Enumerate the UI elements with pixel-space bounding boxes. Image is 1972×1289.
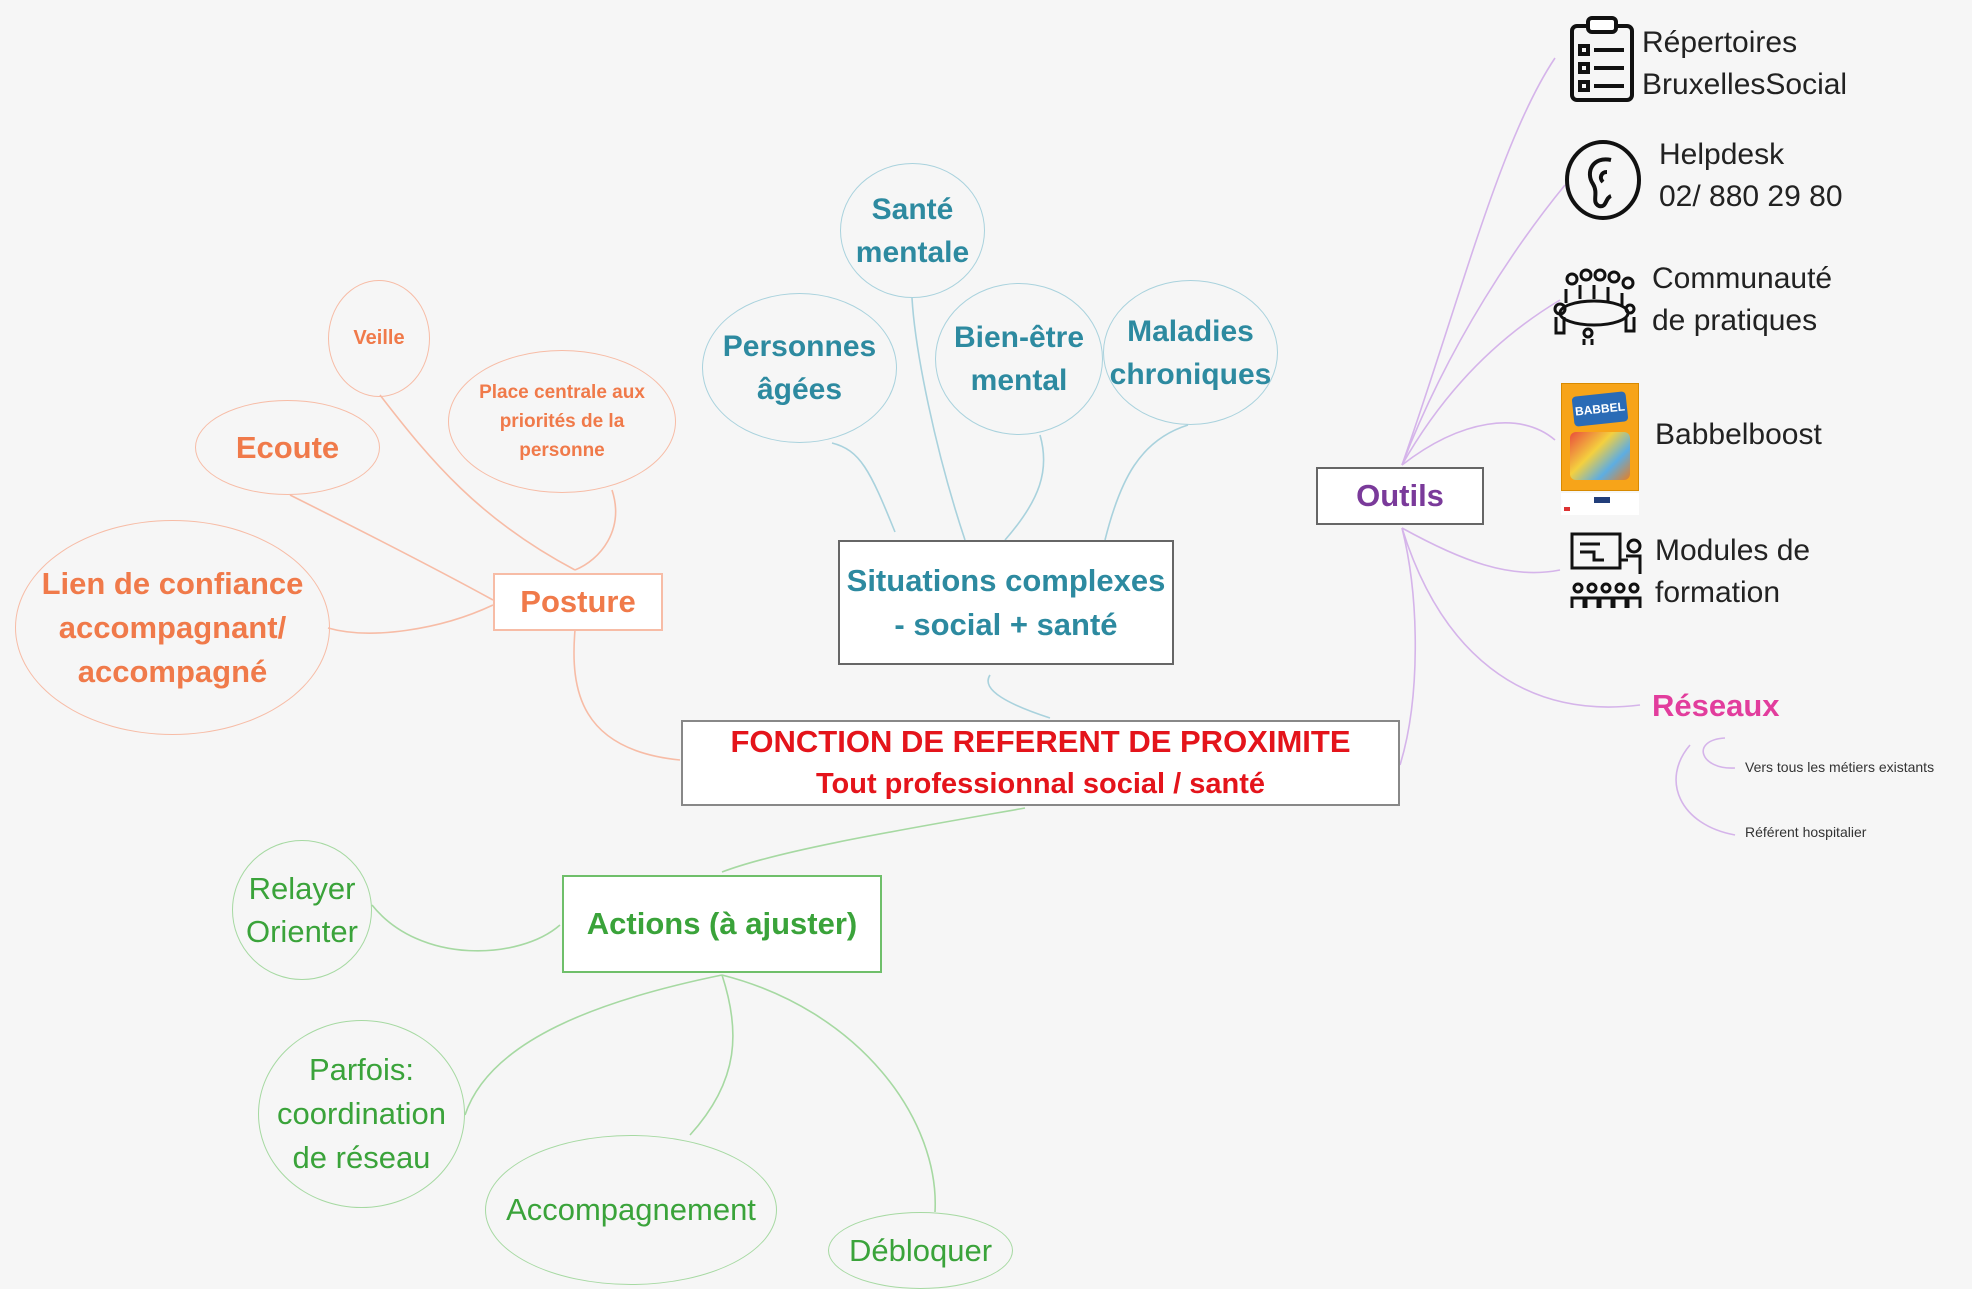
babbelboost-label[interactable]: Babbelboost <box>1655 418 1822 451</box>
parfois-coordination-node[interactable]: Parfois: coordination de réseau <box>258 1020 465 1208</box>
link-situations-sante <box>911 297 966 541</box>
clipboard-list-icon <box>1570 16 1634 102</box>
repertoires-label[interactable]: Répertoires BruxellesSocial <box>1642 26 1848 101</box>
communaute-label[interactable]: Communauté de pratiques <box>1652 262 1833 337</box>
link-posture-veille <box>379 394 576 571</box>
posture-node[interactable]: Posture <box>493 573 663 631</box>
situations-complexes-node[interactable]: Situations complexes - social + santé <box>838 540 1174 665</box>
ecoute-node[interactable]: Ecoute <box>195 400 380 495</box>
babbel-cover-illustration <box>1570 432 1630 480</box>
outils-node[interactable]: Outils <box>1316 467 1484 525</box>
reseaux-node[interactable]: Réseaux <box>1652 688 1780 723</box>
modules-formation-label[interactable]: Modules de formation <box>1655 534 1811 609</box>
central-node[interactable]: FONCTION DE REFERENT DE PROXIMITE Tout p… <box>681 720 1400 806</box>
babbel-cover-footer <box>1561 493 1639 515</box>
link-central-posture <box>573 629 681 761</box>
babbel-cover-title: BABBEL <box>1571 391 1629 427</box>
babbel-book-cover: BABBEL <box>1561 383 1639 491</box>
sante-mentale-node[interactable]: Santé mentale <box>840 163 985 298</box>
bien-etre-mental-node[interactable]: Bien-être mental <box>935 283 1103 435</box>
actions-node[interactable]: Actions (à ajuster) <box>562 875 882 973</box>
link-outils-repertoires <box>1401 57 1556 466</box>
accompagnement-node[interactable]: Accompagnement <box>485 1135 777 1285</box>
link-central-situations <box>987 674 1051 719</box>
link-posture-place <box>574 489 617 571</box>
training-presentation-icon <box>1570 532 1642 608</box>
veille-node[interactable]: Veille <box>328 280 430 397</box>
relayer-orienter-node[interactable]: Relayer Orienter <box>232 840 372 980</box>
link-actions-parfois <box>464 974 723 1116</box>
link-situations-maladies <box>1104 424 1189 541</box>
link-outils-babbel <box>1401 422 1556 466</box>
link-outils-communaute <box>1401 299 1561 466</box>
link-actions-relayer <box>371 904 561 952</box>
link-outils-modules <box>1401 527 1561 574</box>
lien-de-confiance-node[interactable]: Lien de confiance accompagnant/ accompag… <box>15 520 330 735</box>
ear-icon <box>1565 140 1641 220</box>
link-reseaux-hospitalier <box>1675 744 1736 836</box>
link-outils-helpdesk <box>1401 184 1566 466</box>
central-subtitle: Tout professionnal social / santé <box>815 768 1266 800</box>
link-reseaux-metiers <box>1702 737 1736 769</box>
link-actions-accompagnement <box>689 974 734 1136</box>
link-outils-reseaux <box>1401 527 1641 708</box>
helpdesk-label[interactable]: Helpdesk 02/ 880 29 80 <box>1659 138 1843 213</box>
community-meeting-icon <box>1553 268 1636 345</box>
central-title: FONCTION DE REFERENT DE PROXIMITE <box>730 724 1351 759</box>
reseaux-metiers-label[interactable]: Vers tous les métiers existants <box>1745 759 1935 775</box>
link-central-outils <box>1399 527 1417 766</box>
place-centrale-node[interactable]: Place centrale aux priorités de la perso… <box>448 350 676 493</box>
link-situations-personnes <box>831 442 896 533</box>
reseaux-hospitalier-label[interactable]: Référent hospitalier <box>1745 824 1867 840</box>
link-situations-bienetre <box>1004 434 1045 541</box>
link-central-actions <box>721 807 1026 873</box>
maladies-chroniques-node[interactable]: Maladies chroniques <box>1103 280 1278 425</box>
link-posture-ecoute <box>289 494 494 601</box>
link-posture-lien <box>327 604 494 634</box>
link-actions-debloquer <box>721 974 936 1213</box>
personnes-agees-node[interactable]: Personnes âgées <box>702 293 897 443</box>
debloquer-node[interactable]: Débloquer <box>828 1212 1013 1289</box>
